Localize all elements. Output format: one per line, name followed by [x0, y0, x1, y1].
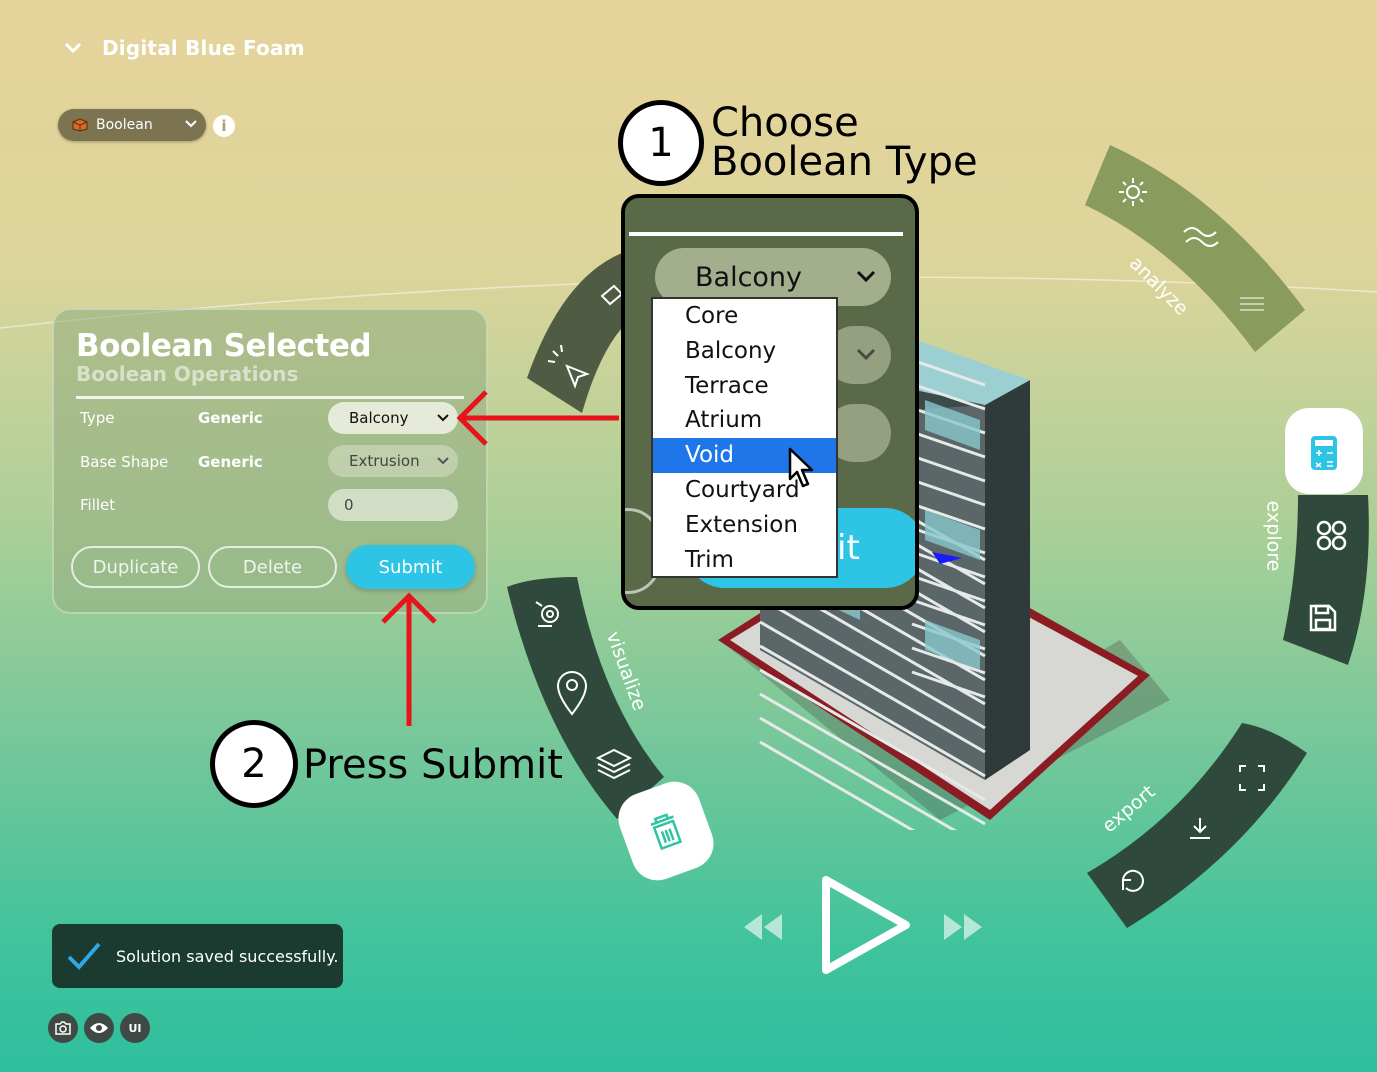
step-1-badge: 1 — [618, 100, 704, 186]
base-shape-select[interactable]: Extrusion — [328, 445, 458, 477]
trash-icon — [650, 813, 683, 851]
app-header: Digital Blue Foam — [62, 36, 305, 60]
floor-slab-line — [759, 646, 986, 830]
step-2-title: Press Submit — [303, 742, 563, 788]
step-2-badge: 2 — [210, 720, 298, 808]
screenshot-button[interactable] — [48, 1013, 78, 1043]
divider — [629, 232, 903, 236]
wind-icon[interactable] — [1183, 227, 1219, 247]
checkmark-icon — [67, 942, 101, 970]
info-icon[interactable]: i — [213, 115, 235, 137]
calculator-button[interactable] — [1285, 408, 1363, 494]
base-shape-label: Base Shape — [80, 453, 169, 471]
visibility-button[interactable] — [84, 1013, 114, 1043]
chevron-down-icon[interactable] — [62, 37, 84, 59]
ui-toggle-button[interactable]: UI — [120, 1013, 150, 1043]
mouse-cursor-icon — [788, 447, 814, 488]
chevron-down-icon — [437, 414, 449, 422]
camera-icon — [55, 1021, 71, 1035]
rewind-icon[interactable] — [742, 912, 784, 942]
option-void[interactable]: Void — [653, 438, 836, 473]
delete-button[interactable]: Delete — [208, 546, 337, 588]
floor-slab-line — [759, 550, 986, 754]
chevron-down-icon — [437, 457, 449, 465]
type-label: Type — [80, 409, 115, 427]
option-core[interactable]: Core — [685, 303, 739, 329]
option-balcony[interactable]: Balcony — [685, 337, 777, 364]
fast-forward-icon[interactable] — [942, 912, 984, 942]
fillet-input[interactable]: 0 — [328, 489, 458, 521]
mode-select[interactable]: Boolean — [58, 109, 206, 141]
duplicate-button[interactable]: Duplicate — [71, 546, 200, 588]
step-1-title-line2: Boolean Type — [711, 139, 978, 185]
save-icon[interactable] — [1309, 604, 1337, 632]
calculator-icon — [1311, 436, 1337, 470]
boolean-type-listbox[interactable]: Core Balcony Terrace Atrium Void Courtya… — [651, 297, 838, 578]
explore-label: explore — [1262, 500, 1285, 572]
app-title: Digital Blue Foam — [102, 36, 305, 60]
explore-toolbar — [1283, 495, 1369, 665]
mode-select-label: Boolean — [96, 117, 153, 133]
type-select-value: Balcony — [349, 409, 409, 427]
chevron-down-icon — [856, 348, 876, 361]
chevron-down-icon — [185, 120, 197, 128]
floor-slab-line — [759, 574, 986, 778]
boolean-panel: Boolean Selected Boolean Operations Type… — [52, 308, 488, 614]
export-toolbar — [1087, 723, 1307, 928]
play-icon[interactable] — [818, 872, 914, 978]
grid-icon[interactable] — [1316, 520, 1347, 551]
refresh-icon[interactable] — [1122, 869, 1144, 892]
fullscreen-icon[interactable] — [1239, 765, 1265, 791]
zoomed-type-select[interactable]: Balcony — [655, 248, 891, 306]
base-shape-value: Generic — [198, 453, 263, 471]
analyze-toolbar — [1085, 145, 1305, 352]
submit-button[interactable]: Submit — [346, 545, 475, 589]
download-icon[interactable] — [1190, 818, 1210, 839]
cube-icon — [72, 118, 88, 132]
step-1-title-line1: Choose — [711, 100, 859, 146]
option-trim[interactable]: Trim — [685, 546, 734, 573]
panel-subtitle: Boolean Operations — [76, 362, 299, 386]
type-value: Generic — [198, 409, 263, 427]
delete-model-button[interactable] — [611, 774, 721, 888]
camera-view-icon[interactable] — [535, 601, 559, 627]
select-pointer-icon[interactable] — [547, 344, 590, 389]
option-atrium[interactable]: Atrium — [685, 407, 763, 434]
select-toolbar — [527, 253, 632, 413]
panel-title: Boolean Selected — [76, 328, 372, 364]
base-shape-select-value: Extrusion — [349, 452, 420, 470]
divider — [76, 396, 464, 399]
zoomed-submit-label: it — [837, 528, 860, 568]
chevron-down-icon — [856, 270, 876, 283]
fillet-input-value: 0 — [344, 496, 354, 514]
toast-message: Solution saved successfully. — [116, 946, 339, 966]
fillet-label: Fillet — [80, 496, 116, 514]
floor-slab-line — [759, 670, 986, 830]
sun-icon[interactable] — [1119, 178, 1147, 206]
water-icon[interactable] — [1240, 297, 1264, 311]
layers-icon[interactable] — [595, 748, 633, 780]
zoomed-select-value: Balcony — [695, 261, 803, 293]
option-terrace[interactable]: Terrace — [685, 372, 769, 399]
option-courtyard[interactable]: Courtyard — [685, 476, 800, 503]
visualize-toolbar — [507, 577, 664, 819]
eye-icon — [90, 1023, 108, 1033]
type-select[interactable]: Balcony — [328, 402, 458, 434]
success-toast: Solution saved successfully. — [52, 924, 343, 988]
location-pin-icon[interactable] — [556, 671, 588, 716]
option-extension[interactable]: Extension — [685, 511, 798, 538]
floor-slab-line — [759, 598, 986, 802]
